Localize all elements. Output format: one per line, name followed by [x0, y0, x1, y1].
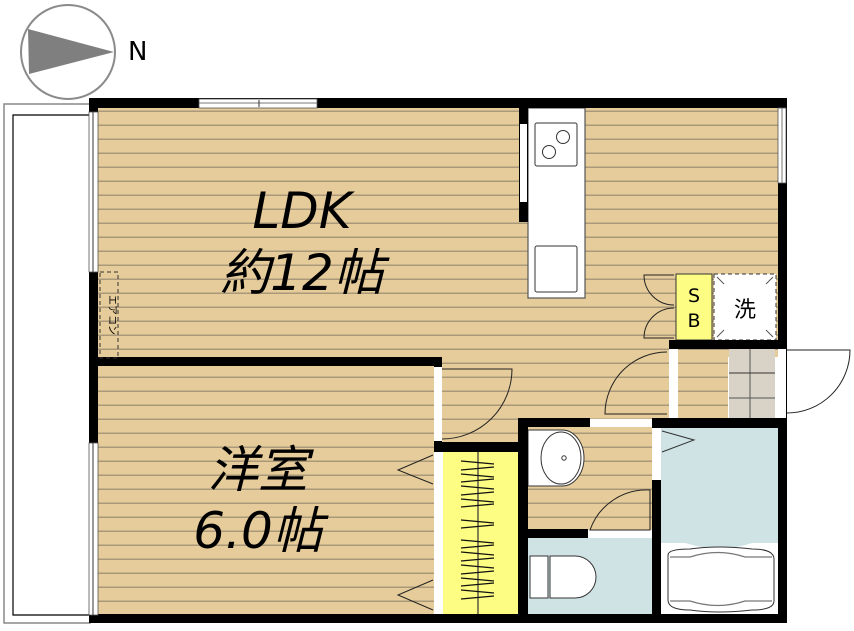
toilet	[529, 555, 597, 599]
windows	[88, 98, 787, 616]
compass-icon	[20, 4, 116, 100]
ldk-floor	[97, 107, 778, 357]
bathroom-mirror-icon	[661, 430, 696, 453]
kitchen-counter	[527, 107, 586, 299]
shoe-box-label-b: B	[687, 310, 700, 332]
entrance-floor	[678, 348, 728, 418]
western-room-floor	[97, 366, 434, 615]
laundry-space	[713, 273, 777, 341]
bathtub	[661, 543, 778, 615]
door-swings	[396, 274, 851, 611]
compass-north-label: N	[128, 37, 147, 67]
shoe-box-label-s: S	[688, 285, 700, 307]
air-conditioner-label: エアコン	[106, 295, 117, 335]
closet	[443, 452, 519, 615]
ldk-name-label: LDK	[252, 182, 355, 240]
wash-basin	[527, 429, 585, 487]
entrance-tile	[729, 348, 775, 418]
laundry-label: 洗	[734, 298, 756, 323]
western-room-size-label: 6.0帖	[193, 502, 329, 560]
balcony	[3, 103, 91, 624]
corridor-floor	[442, 366, 520, 448]
ldk-size-label: 約12帖	[220, 244, 390, 302]
air-conditioner	[99, 271, 119, 359]
door-openings	[434, 349, 786, 613]
western-room-name-label: 洋室	[208, 441, 314, 499]
